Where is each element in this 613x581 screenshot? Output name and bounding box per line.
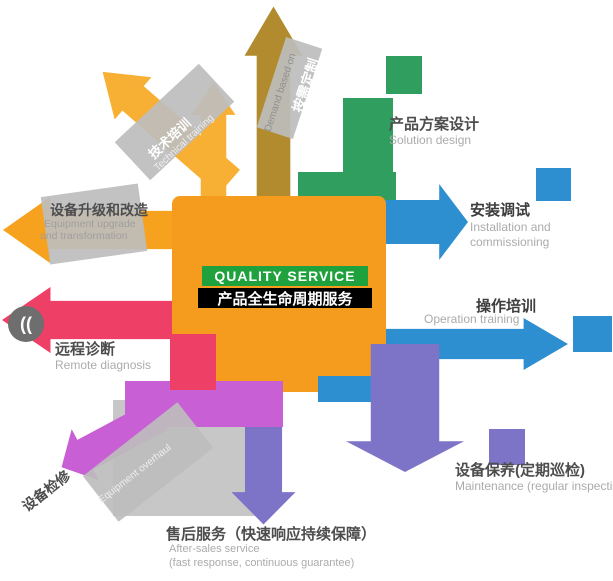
solution-label-zh: 产品方案设计 [389,116,480,133]
maintenance-label-zh: 设备保养(定期巡检) [455,462,585,479]
aftersales-label-zh: 售后服务（快速响应持续保障） [166,526,377,543]
remote-label-en: Remote diagnosis [55,358,152,372]
maintenance-end-square [489,429,525,465]
solution-arm-vertical [343,98,393,204]
aftersales-label-en2: (fast response, continuous guarantee) [169,557,355,569]
solution-end-square [386,56,422,94]
maintenance-label-en: Maintenance (regular inspection) [455,479,613,493]
install-label-en1: Installation and [470,220,551,234]
operation-label-en: Operation training [424,312,520,326]
remote-arm-tail [170,334,216,390]
center-title-en: QUALITY SERVICE [214,268,356,284]
remote-signal-glyph: (( [20,313,32,334]
install-label-en2: commissioning [470,235,550,249]
aftersales-label-en1: After-sales service [169,543,260,555]
operation-label-zh: 操作培训 [476,298,537,315]
upgrade-label-en1: Equipment upgrade [44,218,136,230]
center-title-zh: 产品全生命周期服务 [217,290,353,308]
upgrade-label-zh: 设备升级和改造 [50,202,148,218]
upgrade-label-en2: and transformation [40,230,128,242]
install-label-zh: 安装调试 [470,202,531,219]
overhaul-label-zh: 设备检修 [19,467,74,515]
solution-label-en: Solution design [389,133,472,147]
operation-end-square [573,316,612,352]
remote-signal-icon: (( [8,306,44,342]
install-end-square [536,168,571,201]
remote-label-zh: 远程诊断 [55,341,116,358]
center-title-zh-bar: 产品全生命周期服务 [198,288,372,308]
center-title-en-bar: QUALITY SERVICE [202,266,368,286]
